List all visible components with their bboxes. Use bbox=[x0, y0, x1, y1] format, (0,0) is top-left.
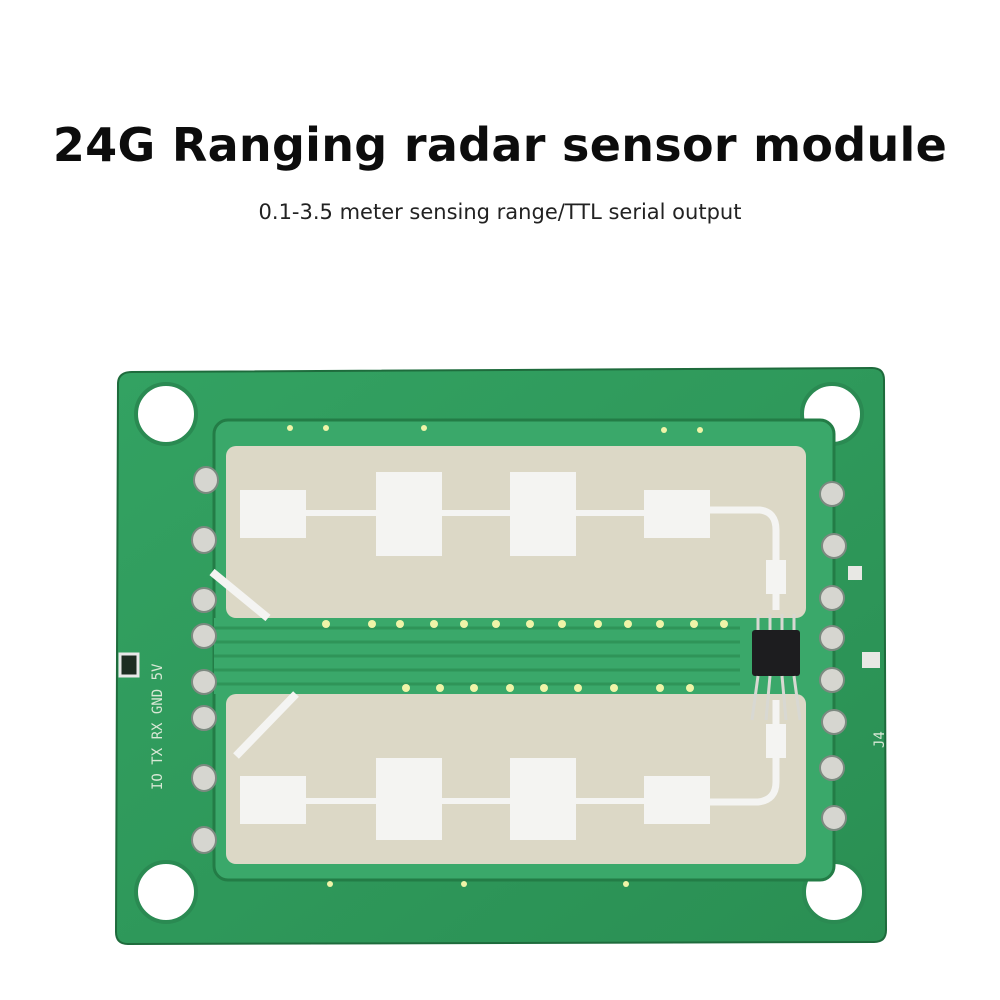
ic-pins bbox=[750, 614, 802, 721]
left-header-pads bbox=[191, 466, 219, 854]
right-header-pads bbox=[819, 481, 847, 831]
trace bbox=[209, 568, 271, 622]
trace bbox=[233, 691, 299, 759]
test-pad bbox=[848, 566, 862, 580]
mount-hole bbox=[134, 860, 198, 924]
signal-traces bbox=[214, 626, 740, 686]
page-subtitle: 0.1-3.5 meter sensing range/TTL serial o… bbox=[258, 200, 742, 224]
mount-hole bbox=[134, 382, 198, 446]
radar-ic-chip bbox=[752, 630, 800, 676]
connector-label-silkscreen: J4 bbox=[872, 731, 888, 748]
rx-antenna-array bbox=[240, 700, 786, 840]
page-title: 24G Ranging radar sensor module bbox=[52, 118, 948, 172]
tx-antenna-array bbox=[240, 472, 786, 610]
via-row bbox=[287, 425, 728, 887]
test-pad bbox=[118, 652, 140, 678]
test-pad bbox=[862, 652, 880, 668]
pin-label-silkscreen: IO TX RX GND 5V bbox=[150, 663, 166, 790]
